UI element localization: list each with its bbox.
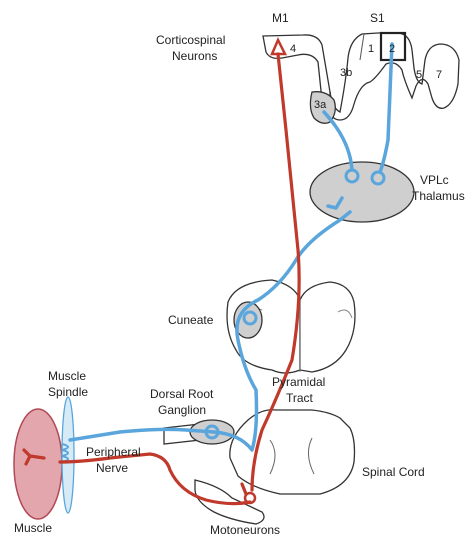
label-vplc-line1: VPLc	[420, 173, 449, 187]
label-muscle: Muscle	[14, 521, 52, 535]
label-pyramidal-line1: Pyramidal	[272, 375, 325, 389]
label-m1: M1	[272, 11, 289, 25]
label-area-4: 4	[290, 43, 296, 55]
label-muscle-spindle-line2: Spindle	[48, 385, 88, 399]
label-corticospinal-line2: Neurons	[172, 49, 217, 63]
label-drg-line1: Dorsal Root	[150, 387, 214, 401]
label-spinal-cord: Spinal Cord	[362, 465, 425, 479]
label-area-5: 5	[416, 69, 422, 81]
label-pyramidal-line2: Tract	[286, 391, 314, 405]
muscle	[14, 409, 62, 519]
label-peripheral-line1: Peripheral	[86, 445, 141, 459]
label-area-3a: 3a	[314, 99, 327, 111]
label-drg-line2: Ganglion	[158, 403, 206, 417]
label-area-2: 2	[389, 43, 395, 55]
label-peripheral-line2: Nerve	[96, 461, 128, 475]
label-area-3b: 3b	[340, 67, 352, 79]
label-muscle-spindle-line1: Muscle	[48, 369, 86, 383]
label-area-1: 1	[368, 43, 374, 55]
label-vplc-line2: Thalamus	[412, 189, 465, 203]
label-cuneate: Cuneate	[168, 313, 214, 327]
vplc-thalamus	[310, 162, 414, 222]
label-area-7: 7	[436, 69, 442, 81]
label-s1: S1	[370, 11, 385, 25]
label-motoneurons: Motoneurons	[210, 523, 280, 537]
label-corticospinal-line1: Corticospinal	[156, 33, 225, 47]
